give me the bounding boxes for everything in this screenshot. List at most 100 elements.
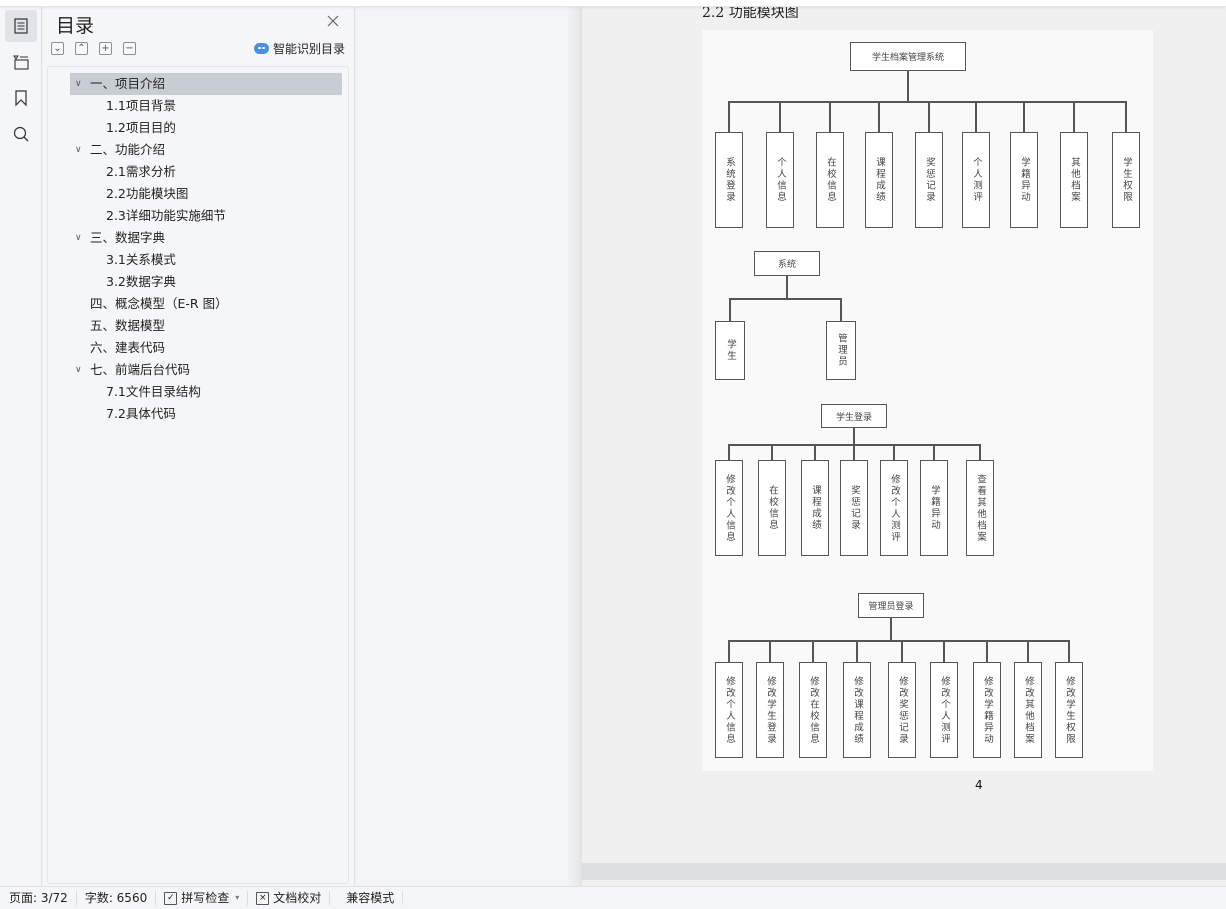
toc-item[interactable]: 3.1关系模式 [70,249,342,271]
diagram-child-node[interactable]: 个人信息 [766,132,794,228]
diagram-child-node[interactable]: 学生 [715,321,745,380]
page-indicator[interactable]: 页面: 3/72 [0,891,77,905]
diagram-child-node[interactable]: 课程成绩 [801,460,829,556]
doc-proof-button[interactable]: × 文档校对 [248,891,331,905]
toc-item-label: 2.3详细功能实施细节 [106,208,226,223]
bookmark-rail-button[interactable] [5,82,37,114]
page-indicator-text: 页面: 3/72 [9,891,68,905]
toc-item-label: 二、功能介绍 [90,142,166,157]
diagram-child-node[interactable]: 修改学生登录 [756,662,784,758]
connector-line [771,444,773,460]
status-bar: 页面: 3/72 字数: 6560 ✓ 拼写检查 ▾ × 文档校对 兼容模式 [0,886,1226,909]
connector-line [878,101,880,132]
chevron-down-icon[interactable]: ∨ [75,365,82,375]
connector-line [979,444,981,460]
diagram-child-node[interactable]: 学生权限 [1112,132,1140,228]
diagram-child-node[interactable]: 修改学生权限 [1055,662,1083,758]
connector-line [856,640,858,662]
diagram-child-node[interactable]: 奖惩记录 [840,460,868,556]
navigation-rail-button[interactable] [5,46,37,78]
diagram-child-node[interactable]: 奖惩记录 [915,132,943,228]
diagram-root-node[interactable]: 系统 [754,251,820,276]
toc-item[interactable]: ∨ 三、数据字典 [70,227,342,249]
connector-line [928,101,930,132]
toc-item[interactable]: ∨七、前端后台代码 [70,359,342,381]
connector-line [728,101,730,132]
toc-rail-button[interactable] [5,10,37,42]
toc-item-label: 五、数据模型 [90,318,166,333]
diagram-child-node[interactable]: 修改在校信息 [799,662,827,758]
compat-mode: 兼容模式 [330,891,404,905]
toc-item[interactable]: ∨ 二、功能介绍 [70,139,342,161]
doc-proof-icon: × [256,891,270,905]
connector-line [1023,101,1025,132]
toc-item[interactable]: 3.2数据字典 [70,271,342,293]
diagram-child-node[interactable]: 学籍异动 [1010,132,1038,228]
connector-line [907,71,909,101]
diagram-child-node[interactable]: 修改个人测评 [880,460,908,556]
diagram-child-node[interactable]: 修改个人测评 [930,662,958,758]
diagram-child-node[interactable]: 修改课程成绩 [843,662,871,758]
doc-proof-label: 文档校对 [273,891,322,905]
plus-icon: + [101,42,110,54]
diagram-child-node[interactable]: 修改个人信息 [715,460,743,556]
connector-line [893,444,895,460]
diagram-child-node[interactable]: 课程成绩 [865,132,893,228]
diagram-child-node[interactable]: 个人测评 [962,132,990,228]
diagram-root-node[interactable]: 管理员登录 [858,593,924,618]
diagram-root-node[interactable]: 学生档案管理系统 [850,42,966,71]
toc-icon [14,18,28,34]
connector-line [975,101,977,132]
connector-line [779,101,781,132]
toc-item-label: 3.2数据字典 [106,274,176,289]
remove-level-button[interactable]: − [123,42,136,55]
module-diagram[interactable]: 学生档案管理系统系统登录个人信息在校信息课程成绩奖惩记录个人测评学籍异动其他档案… [702,30,1153,771]
toc-item[interactable]: 7.1文件目录结构 [70,381,342,403]
diagram-root-node[interactable]: 学生登录 [821,404,887,428]
toc-item[interactable]: 六、建表代码 [70,337,342,359]
diagram-child-node[interactable]: 修改奖惩记录 [888,662,916,758]
expand-up-button[interactable]: ⌃ [75,42,88,55]
connector-line [729,101,1126,103]
diagram-child-node[interactable]: 系统登录 [715,132,743,228]
compat-mode-label: 兼容模式 [346,891,395,905]
diagram-child-node[interactable]: 在校信息 [758,460,786,556]
close-icon[interactable] [326,14,340,28]
toc-item[interactable]: 7.2具体代码 [70,403,342,425]
diagram-child-node[interactable]: 学籍异动 [920,460,948,556]
toc-item[interactable]: 2.2功能模块图 [70,183,342,205]
chevron-down-icon[interactable]: ∨ [75,145,82,155]
diagram-child-node[interactable]: 修改学籍异动 [973,662,1001,758]
word-count[interactable]: 字数: 6560 [77,891,157,905]
toc-item[interactable]: 1.2项目目的 [70,117,342,139]
collapse-all-button[interactable]: ⌄ [51,42,64,55]
diagram-child-node[interactable]: 修改其他档案 [1014,662,1042,758]
chevron-down-icon[interactable]: ∨ [75,79,82,89]
toc-item[interactable]: 四、概念模型（E-R 图） [70,293,342,315]
chevron-down-icon[interactable]: ∨ [75,233,82,243]
connector-line [890,618,892,640]
toc-item[interactable]: 1.1项目背景 [70,95,342,117]
diagram-child-node[interactable]: 修改个人信息 [715,662,743,758]
toc-item[interactable]: 五、数据模型 [70,315,342,337]
diagram-child-node[interactable]: 在校信息 [816,132,844,228]
smart-toc-label: 智能识别目录 [272,42,345,56]
diagram-child-node[interactable]: 查看其他档案 [966,460,994,556]
add-level-button[interactable]: + [99,42,112,55]
toc-item[interactable]: 2.3详细功能实施细节 [70,205,342,227]
bookmark-icon [15,90,27,107]
dropdown-caret-icon[interactable]: ▾ [235,893,240,902]
search-rail-button[interactable] [5,118,37,150]
diagram-child-node[interactable]: 其他档案 [1060,132,1088,228]
smart-toc-button[interactable]: 智能识别目录 [253,40,345,57]
toc-item-label: 三、数据字典 [90,230,166,245]
diagram-child-node[interactable]: 管理员 [826,321,856,380]
spell-check-button[interactable]: ✓ 拼写检查 ▾ [156,891,249,905]
toc-item[interactable]: 2.1需求分析 [70,161,342,183]
toc-item-label: 1.2项目目的 [106,120,176,135]
document-left-margin [356,7,581,886]
toc-item[interactable]: ∨一、项目介绍 [70,73,342,95]
